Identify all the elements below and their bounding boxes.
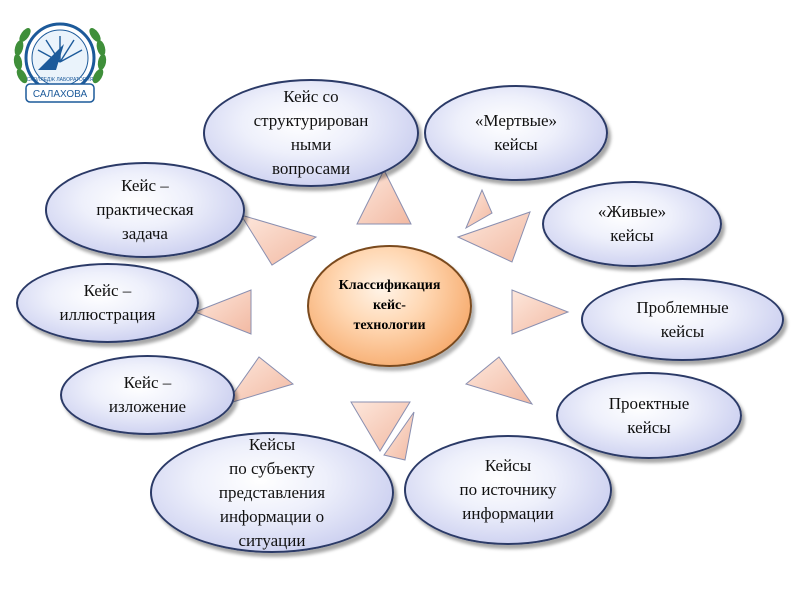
node-label: Кейс – изложение — [108, 373, 187, 416]
node-alive-cases: «Живые» кейсы — [542, 181, 722, 267]
arrow-subject — [350, 401, 411, 452]
arrow-statement — [224, 356, 295, 405]
node-label: Кейс – иллюстрация — [59, 281, 156, 324]
logo-brand: САЛАХОВА — [33, 89, 88, 100]
arrow-project — [464, 356, 534, 405]
arrow-illustration — [193, 289, 252, 335]
center-node: Классификация кейс- технологии — [307, 245, 472, 367]
arrow-dead — [464, 188, 493, 230]
node-structured-questions: Кейс со структурирован ными вопросами — [203, 79, 419, 187]
node-label: Проектные кейсы — [608, 393, 690, 437]
node-dead-cases: «Мертвые» кейсы — [424, 85, 608, 181]
node-label: «Живые» кейсы — [597, 202, 667, 245]
node-label: Кейсы по субъекту представления информац… — [218, 434, 326, 550]
node-problem-cases: Проблемные кейсы — [581, 278, 784, 361]
node-source-cases: Кейсы по источнику информации — [404, 435, 612, 545]
node-statement-case: Кейс – изложение — [60, 355, 235, 435]
node-label: «Мертвые» кейсы — [474, 111, 558, 154]
node-project-cases: Проектные кейсы — [556, 372, 742, 459]
arrow-structured — [356, 168, 412, 225]
arrow-practical — [239, 214, 318, 266]
laurel-icon — [13, 28, 107, 84]
node-label: Кейс – практическая задача — [96, 176, 194, 243]
node-label: Проблемные кейсы — [636, 297, 729, 341]
arrow-source — [383, 411, 415, 461]
node-practical-case: Кейс – практическая задача — [45, 162, 245, 258]
arrow-alive — [456, 211, 531, 263]
node-label: Кейсы по источнику информации — [459, 456, 557, 523]
center-label: Классификация кейс- технологии — [338, 278, 441, 333]
node-illustration-case: Кейс – иллюстрация — [16, 263, 199, 343]
logo-emblem: СКОЛЛЕДЖ ЛАБОРАТОРИЯ САЛАХОВА — [13, 22, 107, 103]
arrow-problem — [511, 289, 570, 335]
sail-icon — [38, 44, 64, 70]
node-subject-cases: Кейсы по субъекту представления информац… — [150, 432, 394, 553]
logo-caption: СКОЛЛЕДЖ ЛАБОРАТОРИЯ — [27, 77, 94, 83]
node-label: Кейс со структурирован ными вопросами — [253, 87, 369, 178]
